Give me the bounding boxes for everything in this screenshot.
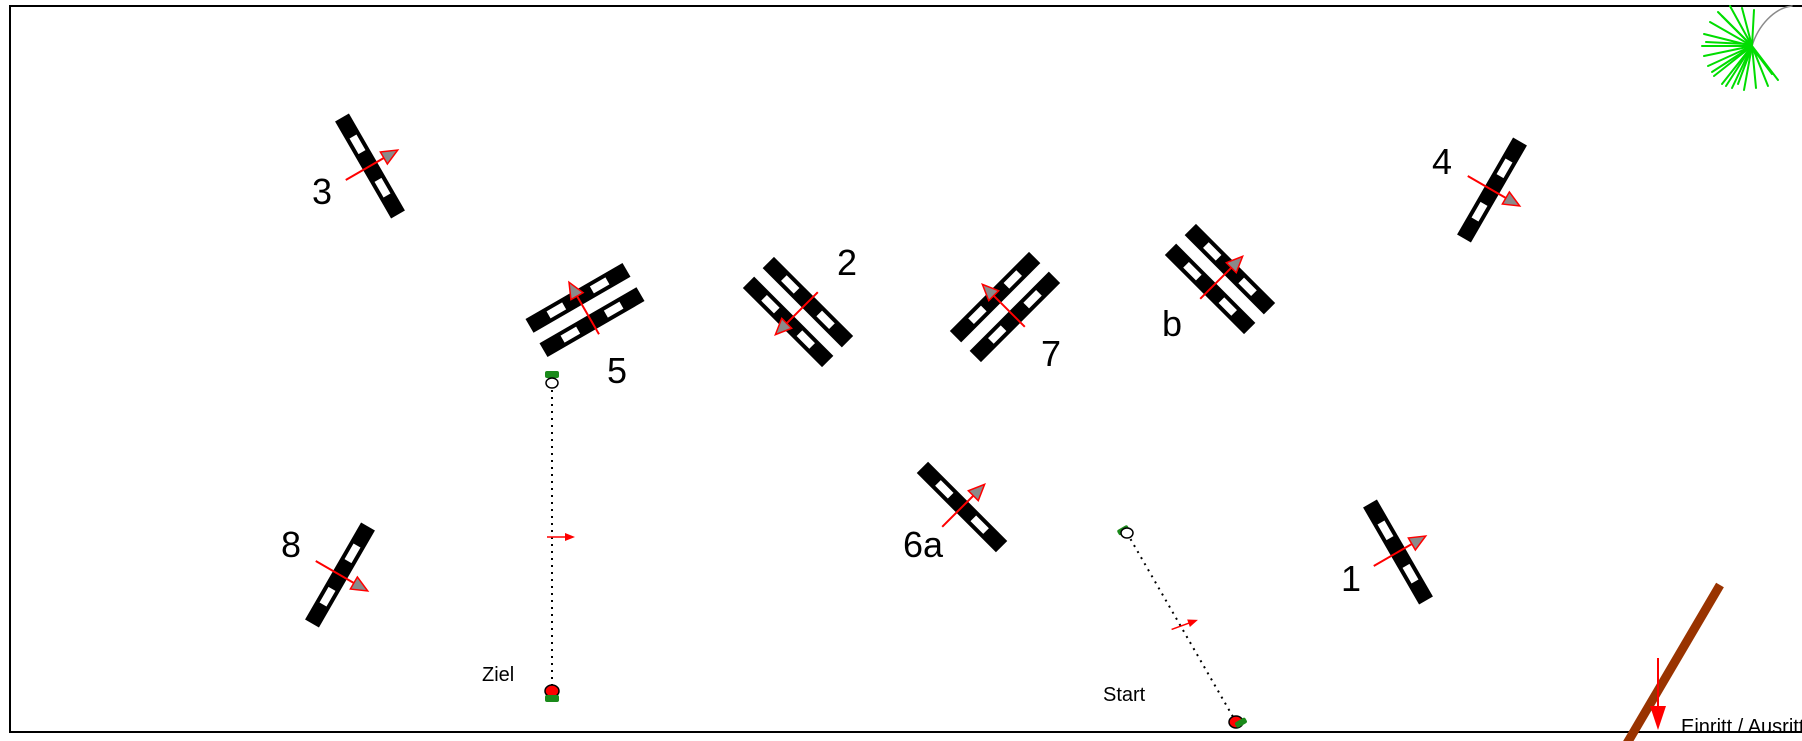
obstacle-b-label: b	[1162, 303, 1182, 344]
entry-gate	[1623, 582, 1724, 741]
obstacle-7-label: 7	[1041, 333, 1061, 374]
finish-direction-arrow	[547, 533, 575, 541]
obstacle-4-label: 4	[1432, 141, 1452, 182]
start-flag-top	[1117, 525, 1134, 539]
obstacle-6a-label: 6a	[903, 524, 944, 565]
obstacle-4	[1457, 137, 1527, 243]
arena-border	[9, 5, 1802, 733]
tree-icon	[1701, 5, 1793, 91]
entry-label: Einritt / Ausritt	[1681, 716, 1802, 738]
start-line	[1117, 525, 1247, 729]
finish-label: Ziel	[482, 664, 514, 686]
entry-arrow-icon	[1650, 706, 1666, 730]
obstacle-8	[305, 522, 375, 628]
obstacle-5-label: 5	[607, 350, 627, 391]
finish-flag-top	[545, 371, 559, 389]
obstacle-1	[1363, 499, 1433, 605]
obstacle-1-label: 1	[1341, 558, 1361, 599]
finish-line	[544, 371, 575, 702]
obstacle-2	[742, 256, 854, 368]
obstacle-3-label: 3	[312, 171, 332, 212]
start-flag-bottom	[1228, 715, 1247, 729]
obstacle-5	[525, 262, 645, 358]
start-direction-arrow	[1171, 619, 1198, 631]
finish-flag-bottom	[544, 684, 560, 702]
obstacle-2-label: 2	[837, 242, 857, 283]
obstacle-3	[335, 113, 405, 219]
obstacle-b	[1164, 223, 1276, 335]
obstacle-7	[949, 251, 1061, 363]
obstacle-8-label: 8	[281, 524, 301, 565]
start-label: Start	[1103, 684, 1146, 706]
